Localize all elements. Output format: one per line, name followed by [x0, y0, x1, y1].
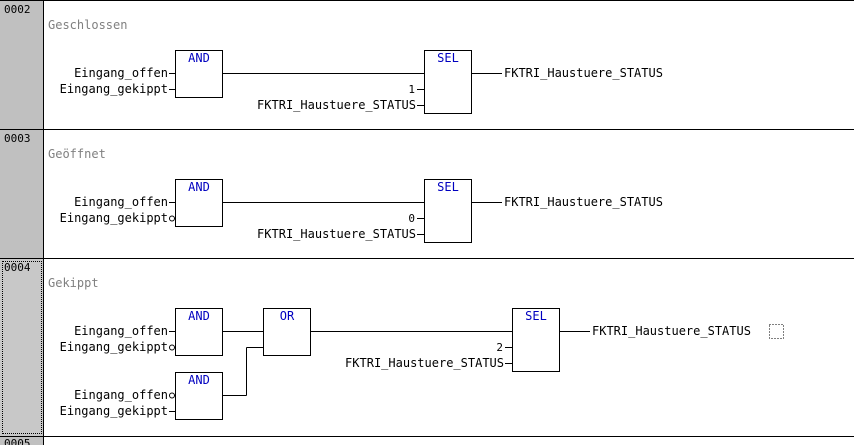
output-variable[interactable]: FKTRI_Haustuere_STATUS [504, 66, 663, 80]
sel-block[interactable]: SEL [437, 180, 459, 194]
and-block[interactable]: AND [188, 180, 210, 194]
input-eingang-gekippt-1-negated[interactable]: Eingang_gekippt [60, 340, 168, 354]
sel-input-variable[interactable]: FKTRI_Haustuere_STATUS [257, 227, 416, 241]
input-eingang-offen[interactable]: Eingang_offen [74, 66, 168, 80]
network-number: 0005 [4, 437, 31, 445]
network-number: 0004 [4, 261, 31, 274]
sel-constant[interactable]: 2 [496, 341, 503, 354]
network-diagram: AND AND OR SEL Eingang_offen Eingang_gek… [60, 308, 784, 420]
network-0004[interactable]: 0004 Gekippt [0, 258, 854, 436]
sel-constant[interactable]: 1 [408, 83, 415, 96]
input-eingang-offen-1[interactable]: Eingang_offen [74, 324, 168, 338]
input-eingang-offen[interactable]: Eingang_offen [74, 195, 168, 209]
sel-block[interactable]: SEL [525, 309, 547, 323]
sel-input-variable[interactable]: FKTRI_Haustuere_STATUS [257, 98, 416, 112]
and-block[interactable]: AND [188, 51, 210, 65]
input-eingang-gekippt-2[interactable]: Eingang_gekippt [60, 404, 168, 418]
sel-input-variable[interactable]: FKTRI_Haustuere_STATUS [345, 356, 504, 370]
text-cursor[interactable] [769, 324, 784, 339]
network-diagram: AND SEL Eingang_offen Eingang_gekippt 1 … [60, 50, 663, 114]
input-eingang-offen-2-negated[interactable]: Eingang_offen [74, 388, 168, 402]
output-variable[interactable]: FKTRI_Haustuere_STATUS [504, 195, 663, 209]
network-number: 0002 [4, 3, 31, 16]
network-gutter[interactable]: 0002 [0, 1, 44, 129]
sel-constant[interactable]: 0 [408, 212, 415, 225]
sel-block[interactable]: SEL [437, 51, 459, 65]
network-comment[interactable]: Geschlossen [48, 18, 128, 32]
input-eingang-gekippt-negated[interactable]: Eingang_gekippt [60, 211, 168, 225]
network-comment[interactable]: Gekippt [48, 276, 99, 290]
network-number: 0003 [4, 132, 31, 145]
network-gutter[interactable]: 0003 [0, 130, 44, 258]
network-0005[interactable]: 0005 [0, 436, 854, 445]
network-comment[interactable]: Geöffnet [48, 147, 106, 161]
network-gutter[interactable]: 0005 [0, 437, 44, 445]
network-0003[interactable]: 0003 Geöffnet AND SEL Eingang_offen Eing… [0, 129, 854, 258]
input-eingang-gekippt[interactable]: Eingang_gekippt [60, 82, 168, 96]
network-0002[interactable]: 0002 Geschlossen AND SEL Eingang_offen E… [0, 0, 854, 129]
network-gutter[interactable]: 0004 [0, 259, 44, 436]
and-block-1[interactable]: AND [188, 309, 210, 323]
and-block-2[interactable]: AND [188, 373, 210, 387]
output-variable[interactable]: FKTRI_Haustuere_STATUS [592, 324, 751, 338]
network-diagram: AND SEL Eingang_offen Eingang_gekippt 0 … [60, 179, 663, 243]
or-block[interactable]: OR [280, 309, 295, 323]
